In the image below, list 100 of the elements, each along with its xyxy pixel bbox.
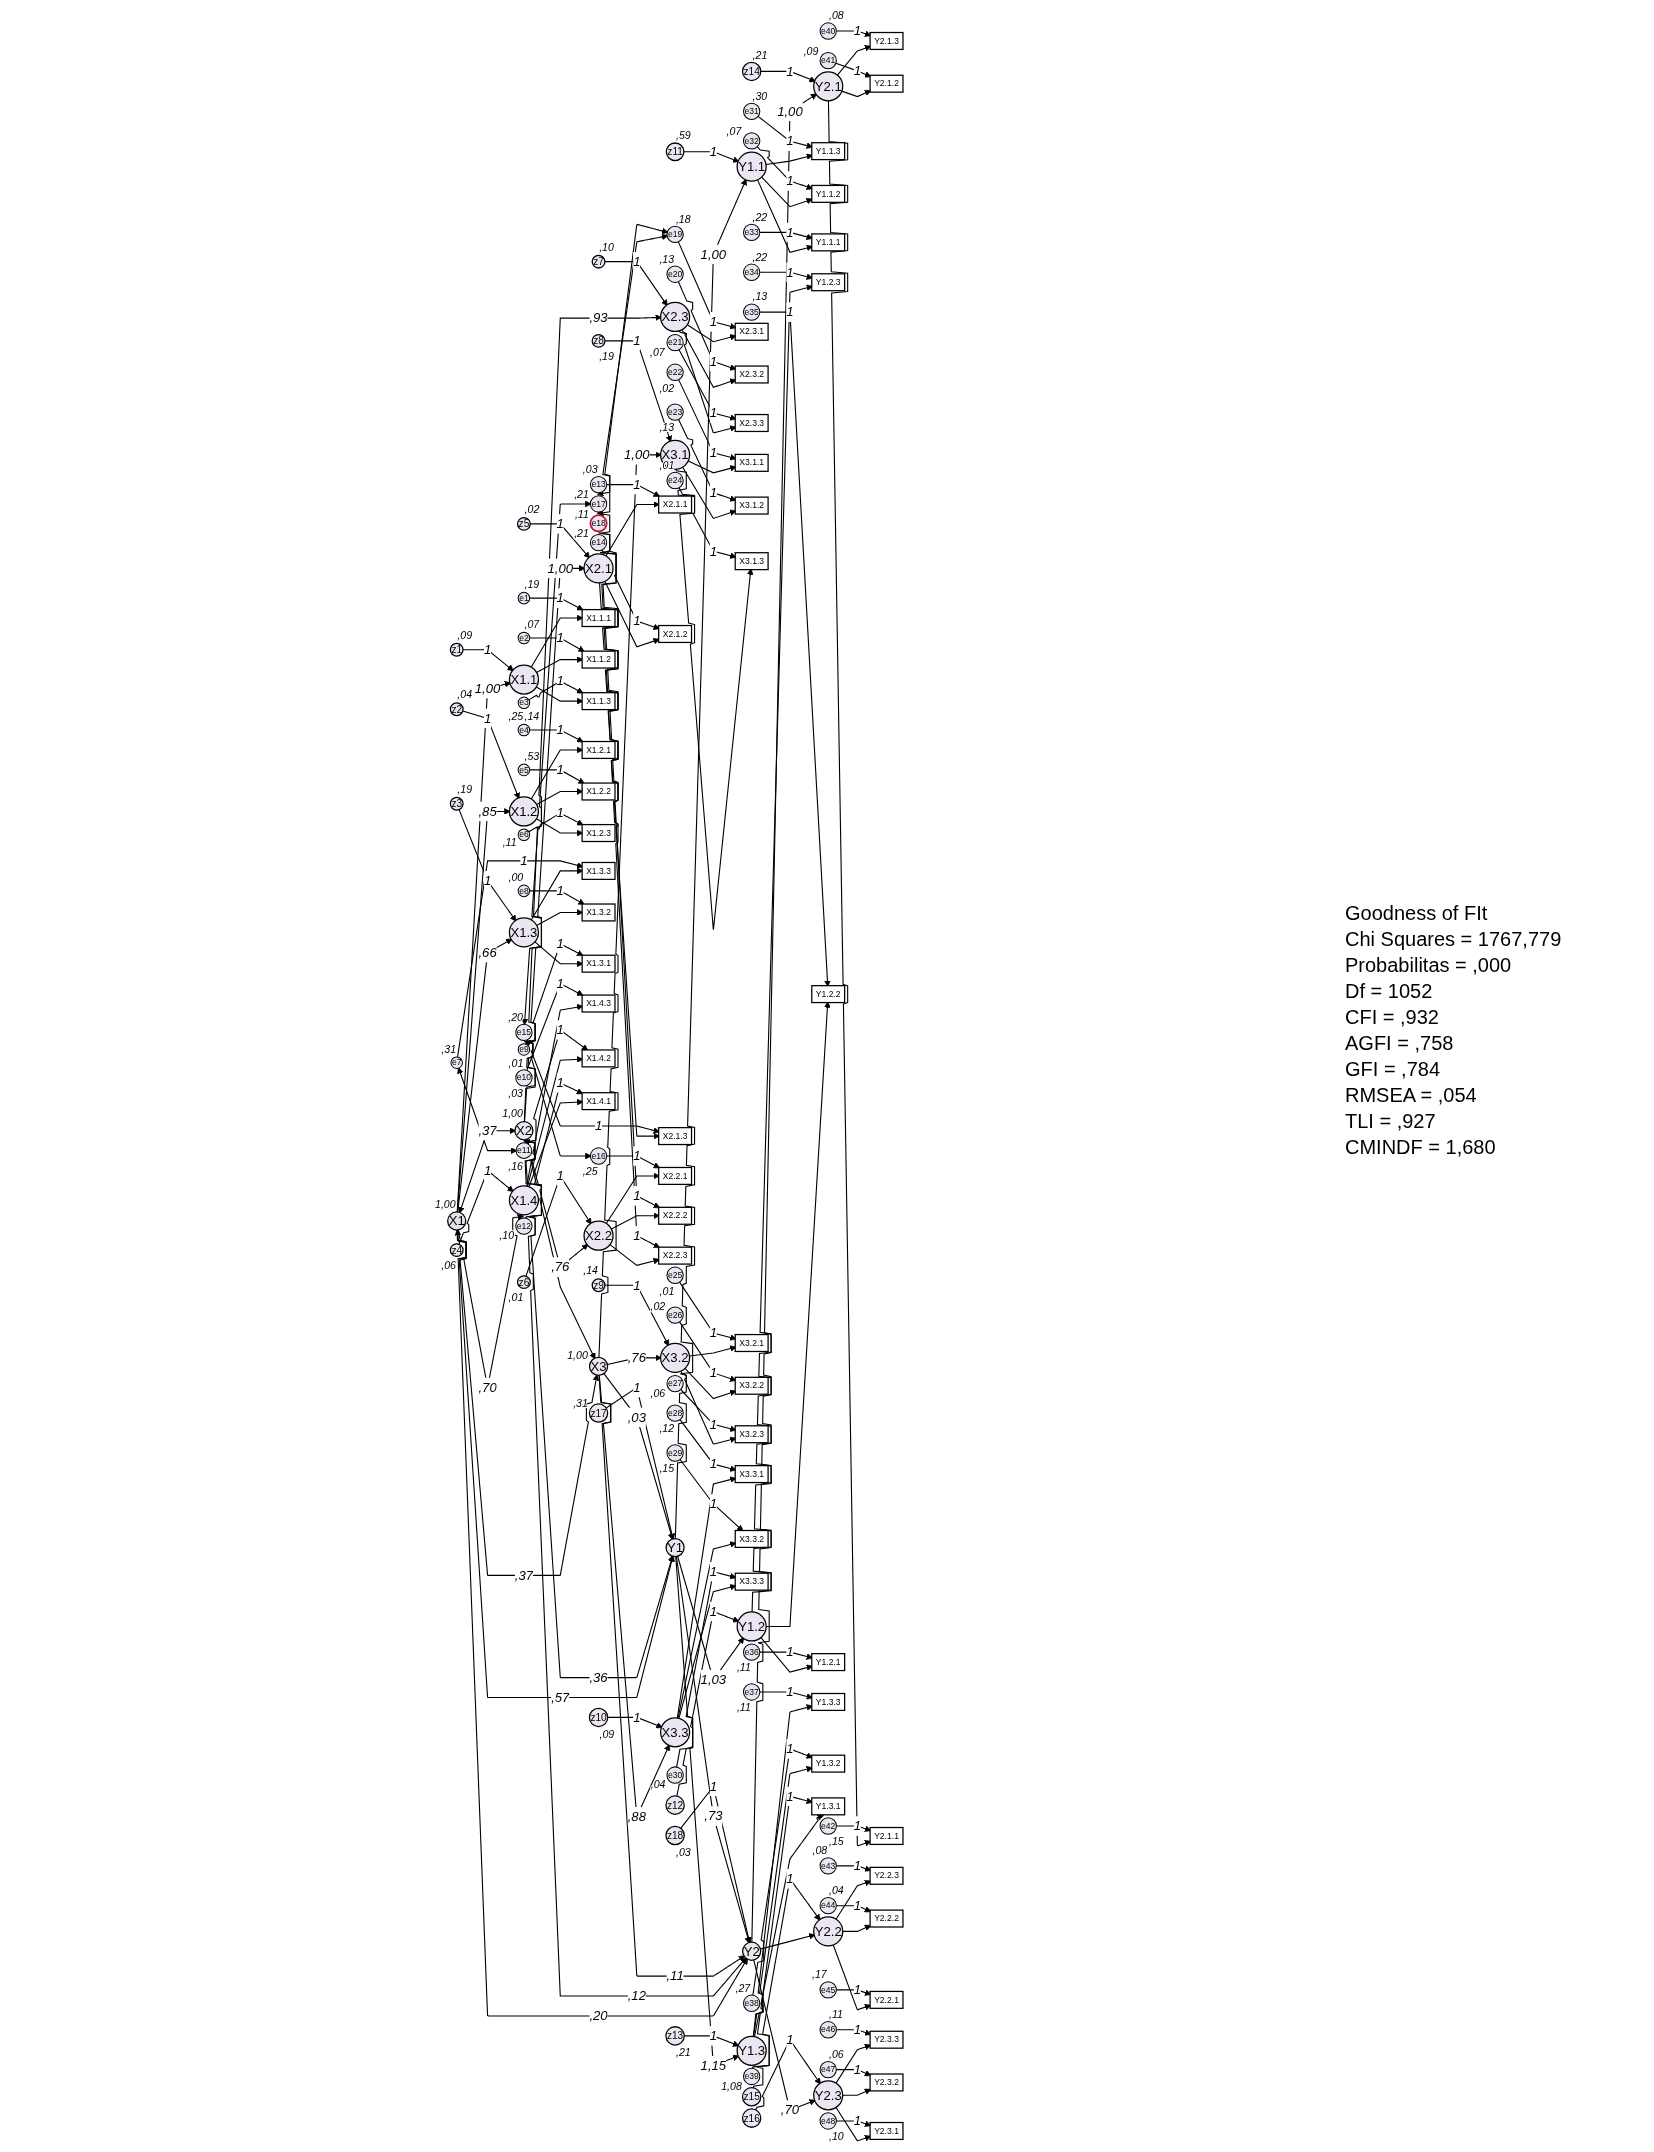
node-circle: z10 — [588, 1707, 609, 1728]
node-circle: e47 — [819, 2060, 837, 2079]
arrow — [454, 1229, 600, 1576]
edge-label: ,37 — [514, 1567, 534, 1583]
estimate-value: ,25 — [508, 710, 524, 723]
node-box: Y2.3.2 — [869, 2073, 904, 2092]
edge-label: 1 — [853, 1897, 862, 1914]
edge-label: 1 — [556, 590, 564, 606]
node-circle: e27 — [666, 1374, 684, 1393]
edge-label: 1 — [786, 1684, 794, 1700]
node-circle: z1 — [449, 642, 464, 657]
edge-label: ,85 — [478, 803, 497, 819]
edge-label: 1 — [709, 313, 718, 330]
edge-label: 1 — [709, 143, 718, 160]
node-circle: e17 — [589, 495, 608, 513]
edge-label: 1 — [709, 1325, 718, 1341]
fit-statistic: CFI = ,932 — [1345, 1005, 1439, 1030]
arrow — [457, 938, 513, 1213]
estimate-value: ,02 — [659, 381, 675, 394]
node-circle: z18 — [665, 1825, 685, 1846]
estimate-value: ,10 — [499, 1229, 515, 1242]
arrow — [683, 151, 740, 163]
edge-label: ,70 — [478, 1379, 497, 1395]
node-circle: Y2.3 — [813, 2080, 844, 2111]
node-box: Y2.3.1 — [869, 2121, 904, 2141]
edge-label: 1 — [709, 405, 718, 421]
estimate-value: ,53 — [524, 749, 540, 762]
arrow — [604, 340, 673, 443]
estimate-value: ,09 — [457, 628, 473, 641]
arrow — [525, 1082, 584, 1219]
node-circle: X1.2 — [508, 796, 540, 827]
edge-label: 1 — [853, 2021, 862, 2038]
edge-label: ,88 — [627, 1808, 646, 1825]
node-circle: z13 — [665, 2026, 685, 2046]
arrow — [529, 523, 591, 559]
node-box: X2.3.1 — [734, 322, 769, 341]
edge-label: 1 — [786, 224, 794, 240]
fit-statistic: RMSEA = ,054 — [1345, 1083, 1477, 1108]
node-box: X2.1.3 — [658, 1127, 693, 1146]
estimate-value: ,00 — [508, 870, 524, 883]
fit-statistic: Chi Squares = 1767,779 — [1345, 927, 1562, 952]
estimate-value: ,03 — [508, 1087, 523, 1100]
arrow — [456, 681, 512, 1213]
node-box: X1.3.2 — [581, 903, 616, 922]
estimate-value: ,06 — [829, 2047, 844, 2060]
node-box: X3.3.1 — [734, 1465, 769, 1484]
node-box: X1.1.1 — [581, 608, 616, 628]
arrow — [604, 1284, 670, 1347]
estimate-value: ,07 — [726, 125, 742, 138]
edge-label: 1 — [709, 1496, 718, 1512]
estimate-value: ,19 — [524, 578, 540, 591]
arrow — [530, 746, 584, 800]
arrow — [456, 808, 511, 1213]
estimate-value: ,08 — [829, 9, 844, 22]
edge-label: 1 — [556, 762, 564, 778]
arrow — [528, 812, 584, 833]
edge-label: 1 — [786, 63, 794, 79]
arrow — [606, 484, 661, 497]
edge-label: 1 — [786, 264, 794, 280]
arrow — [462, 649, 514, 672]
edge-label: 1 — [853, 1982, 862, 1998]
edge-label: 1,00 — [547, 560, 574, 576]
edge-label: 1 — [633, 476, 641, 492]
node-box: X1.2.1 — [581, 740, 616, 760]
node-box: X1.4.3 — [581, 994, 616, 1013]
node-box: Y2.1.3 — [869, 31, 904, 51]
node-circle: e9 — [517, 1043, 531, 1056]
estimate-value: ,10 — [599, 240, 614, 253]
arrow — [523, 1139, 675, 1679]
node-box: X3.3.2 — [734, 1529, 769, 1549]
node-box: X3.2.2 — [734, 1376, 769, 1395]
estimate-value: ,21 — [574, 488, 589, 501]
estimate-value: ,20 — [508, 1010, 523, 1023]
node-box: Y2.3.3 — [869, 2030, 904, 2049]
node-box: Y2.1.1 — [869, 1826, 904, 1846]
node-circle: e14 — [589, 534, 608, 552]
edge-label: 1 — [709, 1603, 718, 1619]
node-circle: e38 — [743, 1994, 761, 2012]
node-circle: X2.3 — [659, 301, 691, 333]
estimate-value: 1,08 — [721, 2079, 742, 2092]
node-circle: X1.3 — [508, 917, 540, 948]
estimate-value: ,11 — [502, 836, 517, 849]
node-circle: e35 — [743, 303, 761, 321]
node-box: X2.3.3 — [734, 413, 769, 433]
fit-statistic: AGFI = ,758 — [1345, 1031, 1454, 1056]
arrow — [760, 70, 816, 83]
arrow — [530, 614, 584, 668]
edge-label: ,37 — [478, 1122, 497, 1139]
node-circle: e40 — [819, 22, 837, 40]
node-circle: e7 — [450, 1056, 463, 1069]
node-circle: e41 — [819, 51, 837, 70]
arrow — [529, 769, 585, 784]
estimate-value: ,03 — [582, 462, 598, 475]
node-circle: Y1.2 — [736, 1611, 767, 1642]
edge-label: ,36 — [589, 1669, 608, 1685]
edge-label: ,70 — [780, 2102, 800, 2118]
arrow — [606, 1155, 661, 1169]
node-box: X1.4.1 — [581, 1092, 616, 1111]
node-box: X1.2.2 — [581, 782, 616, 801]
node-circle: e8 — [517, 884, 531, 898]
